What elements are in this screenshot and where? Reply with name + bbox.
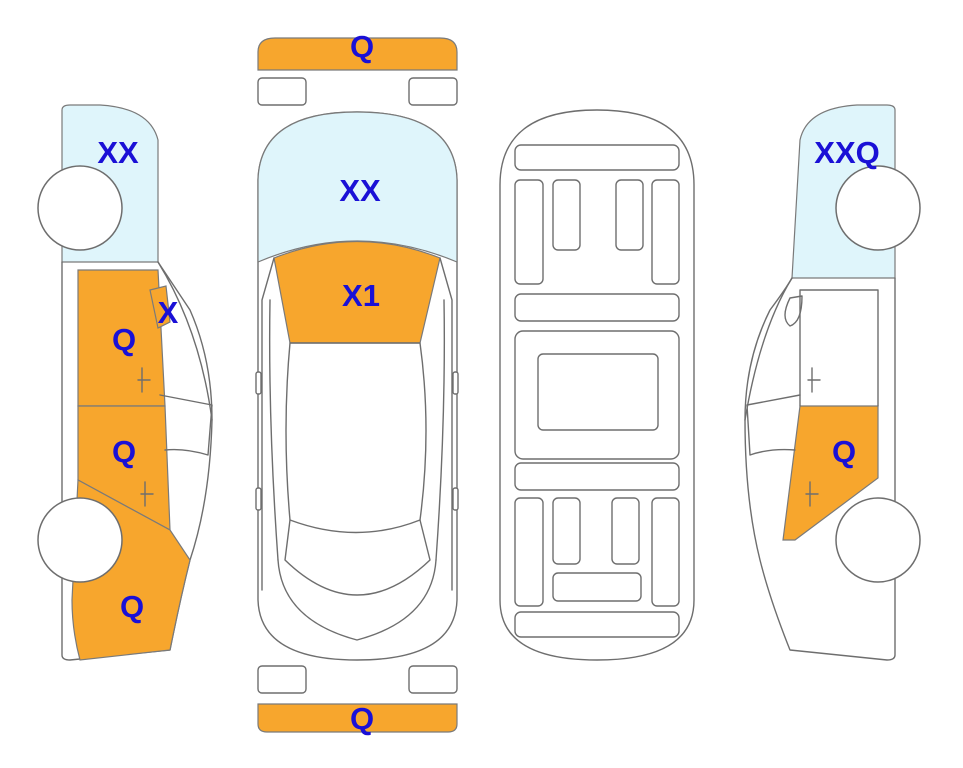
front-left-light — [257, 77, 307, 106]
rear-bumper-label: Q — [350, 701, 374, 736]
left-front-wheel — [37, 165, 123, 251]
right-side-window-outline — [746, 394, 801, 456]
left-rear-handle — [140, 481, 154, 507]
top-view — [255, 37, 459, 733]
underside-rear-left-rail — [514, 497, 544, 607]
right-front-wheel — [835, 165, 921, 251]
right-door-label: Q — [832, 434, 856, 469]
rear-window-outline — [284, 519, 431, 596]
left-rear-door-label: Q — [112, 434, 136, 469]
left-windshield-label: XX — [97, 135, 139, 170]
left-side-view — [37, 104, 213, 661]
right-handle-top — [452, 487, 459, 511]
right-rear-handle — [805, 481, 819, 507]
underside-rear-center-block — [552, 572, 642, 602]
left-mirror-panel[interactable] — [149, 285, 171, 329]
front-bumper-panel[interactable] — [257, 37, 458, 71]
right-door-panel[interactable] — [782, 405, 879, 541]
right-front-door-outline — [799, 289, 879, 407]
roof-outline — [285, 342, 427, 534]
underside-rear-right-rail — [651, 497, 680, 607]
underside-rear-left-pocket — [552, 497, 581, 565]
underside-view — [499, 109, 695, 661]
right-rear-wheel — [835, 497, 921, 583]
underside-front-left-rail — [514, 179, 544, 285]
underside-cross-member-1 — [514, 293, 680, 322]
right-body-outline — [744, 277, 896, 661]
right-a-pillar — [744, 277, 793, 421]
right-mirror — [784, 295, 803, 327]
left-rear-quarter-label: Q — [120, 589, 144, 624]
left-body-outline — [61, 261, 213, 661]
left-a-pillar-line — [268, 299, 279, 561]
left-handle-top — [255, 487, 262, 511]
left-front-handle — [137, 367, 151, 393]
underside-outline — [499, 109, 695, 661]
left-rear-wheel — [37, 497, 123, 583]
underside-center-panel — [537, 353, 659, 431]
right-mirror-top — [452, 371, 459, 395]
damage-labels: Q XX X1 Q XX X Q Q Q XXQ Q — [97, 29, 879, 736]
hood-label: X1 — [342, 278, 380, 313]
underside-rear-bar — [514, 611, 680, 638]
underside-front-left-pocket — [552, 179, 581, 251]
right-a-pillar-line — [435, 299, 446, 561]
front-bumper-label: Q — [350, 29, 374, 64]
trunk-outline — [277, 559, 437, 641]
underside-rear-right-pocket — [611, 497, 640, 565]
left-mirror-label: X — [158, 295, 179, 330]
left-mirror-top — [255, 371, 262, 395]
left-side-window-outline — [159, 394, 213, 456]
underside-front-right-rail — [651, 179, 680, 285]
right-front-handle — [807, 367, 821, 393]
left-front-door-label: Q — [112, 322, 136, 357]
rear-right-light — [408, 665, 458, 694]
underside-front-bar — [514, 144, 680, 171]
underside-cross-member-2 — [514, 462, 680, 491]
windshield-label: XX — [339, 173, 381, 208]
rear-left-light — [257, 665, 307, 694]
left-a-pillar — [157, 261, 213, 421]
left-body-line — [261, 257, 275, 591]
right-body-line — [439, 257, 453, 591]
right-windshield-label: XXQ — [814, 135, 879, 170]
front-right-light — [408, 77, 458, 106]
rear-bumper-panel[interactable] — [257, 703, 458, 733]
underside-front-right-pocket — [615, 179, 644, 251]
right-side-view — [744, 104, 921, 661]
